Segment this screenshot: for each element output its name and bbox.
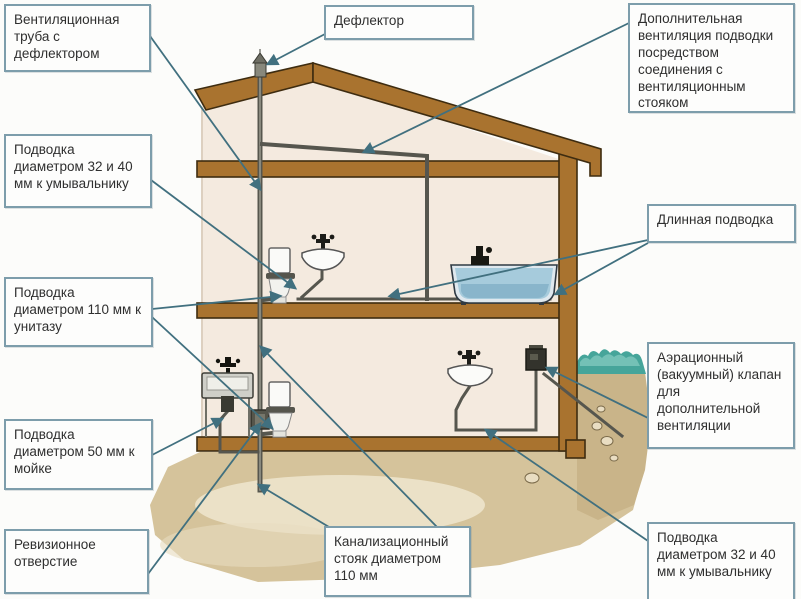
- annotation-lines: [147, 22, 649, 575]
- leader-supply-50: [151, 417, 225, 456]
- washbasin-first-floor: [447, 350, 493, 387]
- label-aeration-vacuum-valve: Аэрационный (вакуумный) клапан для допол…: [647, 342, 795, 449]
- leader-vent-pipe: [149, 35, 262, 192]
- label-supply-110-toilet: Подводка диаметром 110 мм к унитазу: [4, 277, 153, 347]
- leader-revision-opening: [147, 421, 262, 575]
- toilet-first-floor: [266, 381, 295, 438]
- attic-vent-connection-pipe: [259, 141, 429, 301]
- label-supply-32-40-washbasin-left: Подводка диаметром 32 и 40 мм к умывальн…: [4, 134, 152, 208]
- leader-supply-110-lower: [151, 316, 274, 430]
- leader-additional-ventilation: [361, 22, 630, 154]
- kitchen-sink: [201, 357, 254, 437]
- washbasin1-drain-pipe: [454, 369, 538, 432]
- deflector-cap: [252, 49, 268, 78]
- label-long-supply: Длинная подводка: [647, 204, 796, 243]
- bathtub-faucet: [471, 246, 492, 265]
- right-wall-footing: [565, 439, 586, 459]
- washbasin2-faucet: [311, 234, 335, 252]
- label-vent-pipe-with-deflector: Вентиляционная труба с дефлектором: [4, 4, 151, 72]
- label-sewer-riser-110: Канализационный стояк диаметром 110 мм: [324, 526, 471, 597]
- leader-sewer-riser-a: [259, 345, 438, 528]
- leader-supply-110-upper: [151, 290, 283, 310]
- second-floor-beam: [196, 302, 562, 319]
- aeration-valve-device: [525, 345, 547, 371]
- leader-long-supply-b: [553, 242, 649, 296]
- pebbles: [524, 405, 619, 484]
- attic-floor-beam: [196, 160, 562, 178]
- leader-supply-32-40-right: [483, 428, 649, 542]
- label-deflector: Дефлектор: [324, 5, 474, 40]
- label-supply-50-sink: Подводка диаметром 50 мм к мойке: [4, 419, 153, 490]
- washbasin2-drain-pipe: [299, 268, 324, 300]
- label-supply-32-40-washbasin-right: Подводка диаметром 32 и 40 мм к умывальн…: [647, 522, 795, 599]
- outgoing-lateral-pipe: [541, 371, 625, 439]
- kitchen-sink-faucet: [215, 357, 241, 375]
- leader-sewer-riser-b: [256, 483, 330, 528]
- label-revision-opening: Ревизионное отверстие: [4, 529, 149, 594]
- leader-aeration-valve: [544, 366, 649, 419]
- washbasin1-faucet: [457, 350, 481, 368]
- label-additional-ventilation: Дополнительная вентиляция подводки посре…: [628, 3, 795, 113]
- roof-right-slope: [312, 61, 602, 177]
- leader-long-supply-a: [387, 239, 649, 301]
- revision-opening-hatch: [250, 409, 270, 430]
- right-wall: [558, 149, 578, 452]
- leader-deflector: [265, 33, 326, 66]
- leader-supply-32-40-left: [150, 179, 298, 290]
- washbasin-second-floor: [301, 234, 345, 271]
